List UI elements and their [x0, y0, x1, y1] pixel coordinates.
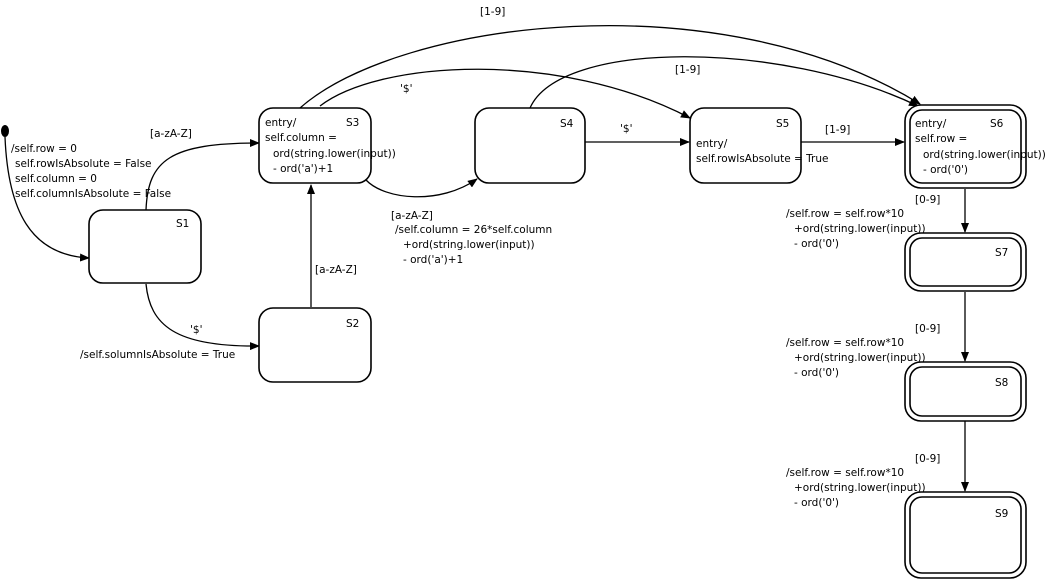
- state-s6-entry-line: - ord('0'): [923, 164, 968, 176]
- state-s3-entry-label: entry/: [265, 117, 297, 129]
- state-s5-entry-label: entry/: [696, 138, 728, 150]
- initial-action-line: self.column = 0: [15, 173, 97, 185]
- edge-s1-s3: [145, 139, 260, 211]
- label-s8-s9-line: - ord('0'): [794, 497, 839, 509]
- label-s3-s4-line: /self.column = 26*self.column: [395, 224, 552, 236]
- state-s9: S9: [904, 491, 1027, 579]
- initial-action-line: /self.row = 0: [11, 143, 77, 155]
- state-s8: S8: [904, 361, 1027, 422]
- edge-initial-s1: [4, 136, 90, 262]
- state-s3-entry-line: - ord('a')+1: [273, 163, 333, 175]
- label-s4-s5: '$': [620, 123, 632, 135]
- label-s3-s4-line: [a-zA-Z]: [391, 210, 433, 222]
- state-s8-name: S8: [995, 377, 1008, 389]
- label-s6-s7-line: [0-9]: [915, 194, 940, 206]
- initial-action-line: self.columnIsAbsolute = False: [15, 188, 171, 200]
- label-s8-s9-line: +ord(string.lower(input)): [794, 482, 926, 494]
- label-s7-s8-line: /self.row = self.row*10: [786, 337, 904, 349]
- label-s2-s3: [a-zA-Z]: [315, 264, 357, 276]
- label-s1-s2-trigger: '$': [190, 324, 202, 336]
- label-s8-s9-line: /self.row = self.row*10: [786, 467, 904, 479]
- state-s7-name: S7: [995, 247, 1008, 259]
- state-s3: S3 entry/ self.column = ord(string.lower…: [258, 107, 396, 184]
- state-s2-name: S2: [346, 318, 359, 330]
- label-s4-s6: [1-9]: [675, 64, 700, 76]
- state-s3-entry-line: self.column =: [265, 132, 337, 144]
- state-s3-entry-line: ord(string.lower(input)): [273, 148, 396, 160]
- state-s7: S7: [904, 232, 1027, 292]
- state-s1-name: S1: [176, 218, 189, 230]
- state-s4: S4: [474, 107, 586, 184]
- state-s3-name: S3: [346, 117, 359, 129]
- edge-s3-s6: [299, 25, 921, 109]
- label-s7-s8-line: +ord(string.lower(input)): [794, 352, 926, 364]
- label-s7-s8-line: [0-9]: [915, 323, 940, 335]
- label-s6-s7-line: +ord(string.lower(input)): [794, 223, 926, 235]
- state-s4-name: S4: [560, 118, 574, 130]
- label-s6-s7-line: - ord('0'): [794, 238, 839, 250]
- state-s5-name: S5: [776, 118, 789, 130]
- state-s6-entry-line: self.row =: [915, 133, 967, 145]
- edge-s1-s2: [145, 283, 260, 351]
- label-s3-s4-line: +ord(string.lower(input)): [403, 239, 535, 251]
- state-s6: S6 entry/ self.row = ord(string.lower(in…: [904, 104, 1046, 189]
- state-s6-entry-line: ord(string.lower(input)): [923, 149, 1046, 161]
- state-s5-entry-line: self.rowIsAbsolute = True: [696, 153, 828, 165]
- state-s2: S2: [258, 307, 372, 383]
- state-s6-entry-label: entry/: [915, 118, 947, 130]
- label-s5-s6: [1-9]: [825, 124, 850, 136]
- label-s6-s7-line: /self.row = self.row*10: [786, 208, 904, 220]
- label-s1-s3: [a-zA-Z]: [150, 128, 192, 140]
- edge-s4-s6: [529, 56, 919, 109]
- label-s3-s5: '$': [400, 83, 412, 95]
- initial-action-line: self.rowIsAbsolute = False: [15, 158, 152, 170]
- state-s5: S5 entry/ self.rowIsAbsolute = True: [689, 107, 828, 184]
- edge-s3-s5: [319, 68, 691, 119]
- state-s6-name: S6: [990, 118, 1004, 130]
- initial-state-dot: [1, 125, 9, 137]
- edge-s3-s4: [365, 178, 478, 198]
- label-s7-s8-line: - ord('0'): [794, 367, 839, 379]
- label-s8-s9-line: [0-9]: [915, 453, 940, 465]
- state-s9-name: S9: [995, 508, 1008, 520]
- label-s1-s2-action: /self.solumnIsAbsolute = True: [80, 349, 235, 361]
- state-s1: S1: [88, 209, 202, 284]
- label-s3-s6: [1-9]: [480, 6, 505, 18]
- label-s3-s4-line: - ord('a')+1: [403, 254, 463, 266]
